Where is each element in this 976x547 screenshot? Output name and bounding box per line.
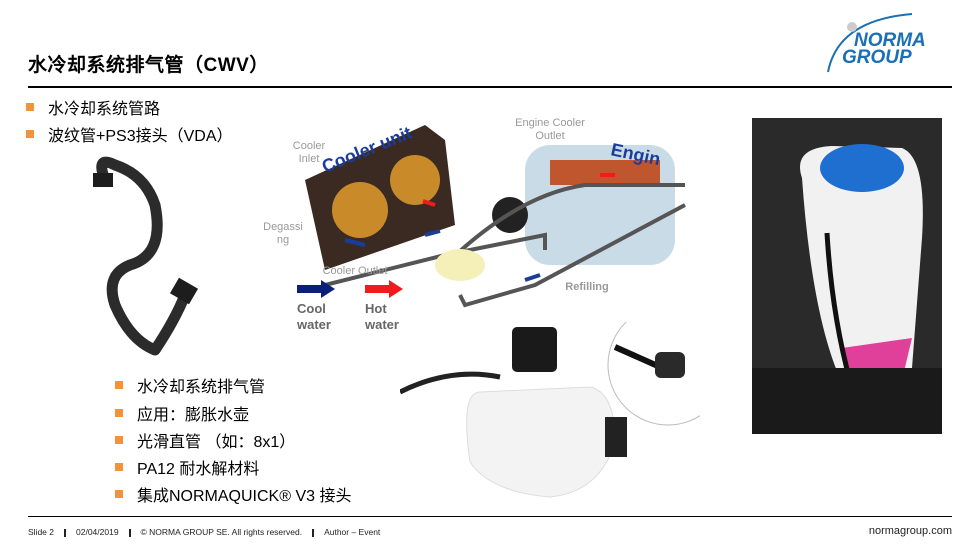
bullet-square-icon (115, 463, 123, 471)
refilling-label: Refilling (565, 281, 609, 293)
bullet-text: 水冷却系统管路 (48, 101, 161, 118)
reservoir-with-vent-pipe-image (400, 322, 700, 498)
cool-water-label: Cool water (297, 301, 331, 332)
expansion-tank-photo (752, 118, 942, 434)
hot-water-arrow-icon (365, 280, 403, 298)
footer-divider (28, 516, 952, 517)
bullet-item: 水冷却系统管路 (26, 95, 160, 119)
bullet-square-icon (115, 436, 123, 444)
footer-copyright: © NORMA GROUP SE. All rights reserved. (140, 527, 303, 537)
cooling-circuit-illustration: Cooler unit Engin (305, 123, 686, 308)
norma-group-logo: NORMA GROUP (820, 8, 960, 74)
cooler-inlet-label: Cooler Inlet (292, 140, 326, 165)
footer-date: 02/04/2019 (76, 527, 119, 537)
bullet-square-icon (26, 103, 34, 111)
bullet-item: 波纹管+PS3接头（VDA） (26, 122, 233, 146)
bullet-item: 集成NORMAQUICK® V3 接头 (115, 482, 351, 506)
bullet-item: 水冷却系统排气管 (115, 373, 265, 397)
footer-author: Author – Event (324, 527, 381, 537)
cool-water-arrow-icon (297, 280, 335, 298)
hot-water-label: Hot water (365, 301, 399, 332)
footer-info: Slide 2 02/04/2019 © NORMA GROUP SE. All r… (28, 527, 380, 537)
bullet-square-icon (26, 130, 34, 138)
logo-arc-icon (827, 13, 913, 73)
bullet-text: 水冷却系统排气管 (137, 379, 266, 396)
page-title: 水冷却系统排气管（CWV） (28, 55, 269, 76)
bullet-item: 应用：膨胀水壶 (115, 401, 249, 425)
slide-number: Slide 2 (28, 527, 54, 537)
cooler-outlet-label: Cooler Outlet (322, 265, 388, 277)
logo-text-norma: NORMA (854, 30, 926, 51)
footer-website-link[interactable]: normagroup.com (868, 525, 952, 537)
bullet-text: 波纹管+PS3接头（VDA） (48, 128, 233, 145)
logo-text-group: GROUP (842, 47, 912, 68)
cooling-system-diagram: Cooler unit Engin Cooler Inlet Engine Co… (263, 105, 695, 340)
bullet-text: 集成NORMAQUICK® V3 接头 (137, 488, 352, 505)
engine-cooler-outlet-label: Engine Cooler Outlet (515, 117, 585, 142)
bullet-item: PA12 耐水解材料 (115, 455, 259, 479)
header-divider (28, 86, 952, 88)
degassing-label: Degassing (263, 221, 303, 246)
bullet-text: 光滑直管 （如：8x1） (137, 434, 296, 451)
bullet-text: 应用：膨胀水壶 (137, 407, 250, 424)
bullet-square-icon (115, 409, 123, 417)
bullet-square-icon (115, 381, 123, 389)
corrugated-hose-image (93, 156, 199, 356)
bullet-square-icon (115, 490, 123, 498)
bullet-item: 光滑直管 （如：8x1） (115, 428, 295, 452)
bullet-text: PA12 耐水解材料 (137, 461, 260, 478)
